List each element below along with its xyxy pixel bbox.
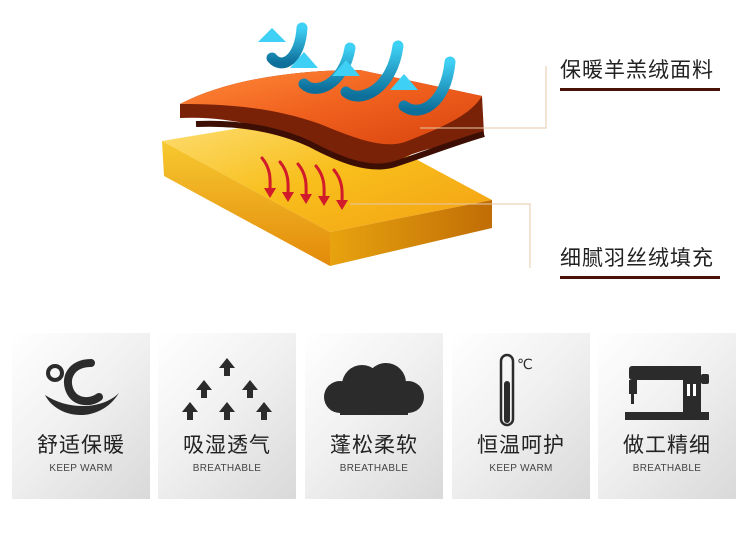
warmth-icon [12, 345, 150, 437]
feature-title: 舒适保暖 [37, 433, 125, 457]
feature-card-fluffy: 蓬松柔软 BREATHABLE [305, 333, 443, 499]
cloud-icon [305, 345, 443, 437]
callout-top-fabric: 保暖羊羔绒面料 [560, 54, 720, 91]
leader-lines [350, 66, 547, 268]
sewing-machine-icon [598, 345, 736, 437]
feature-title: 蓬松柔软 [330, 433, 418, 457]
layer-diagram [162, 22, 547, 268]
filling-layer [162, 113, 492, 266]
feature-title: 吸湿透气 [183, 433, 271, 457]
feature-title: 恒温呵护 [477, 433, 565, 457]
thermometer-icon: ℃ [452, 345, 590, 437]
callout-top-label: 保暖羊羔绒面料 [560, 58, 714, 82]
feature-subtitle: KEEP WARM [49, 463, 113, 474]
feature-subtitle: BREATHABLE [339, 463, 409, 474]
feature-card-keep-warm: 舒适保暖 KEEP WARM [12, 333, 150, 499]
heat-arrowheads [264, 188, 348, 210]
feature-subtitle: KEEP WARM [489, 463, 553, 474]
callout-bottom-filling: 细腻羽丝绒填充 [560, 242, 720, 279]
feature-subtitle: BREATHABLE [632, 463, 702, 474]
feature-card-breathable: 吸湿透气 BREATHABLE [158, 333, 296, 499]
feature-card-craftsmanship: 做工精细 BREATHABLE [598, 333, 736, 499]
thermometer-unit: ℃ [517, 357, 533, 373]
feature-subtitle: BREATHABLE [192, 463, 262, 474]
breathable-arrows-icon [158, 345, 296, 437]
callout-top-underline [560, 88, 720, 91]
callout-bottom-label: 细腻羽丝绒填充 [560, 246, 714, 270]
feature-card-constant-temp: ℃ 恒温呵护 KEEP WARM [452, 333, 590, 499]
breathable-arrowheads [258, 28, 418, 90]
breathable-arrows-big-icon [266, 22, 456, 116]
feature-title: 做工精细 [623, 433, 711, 457]
callout-bottom-underline [560, 276, 720, 279]
